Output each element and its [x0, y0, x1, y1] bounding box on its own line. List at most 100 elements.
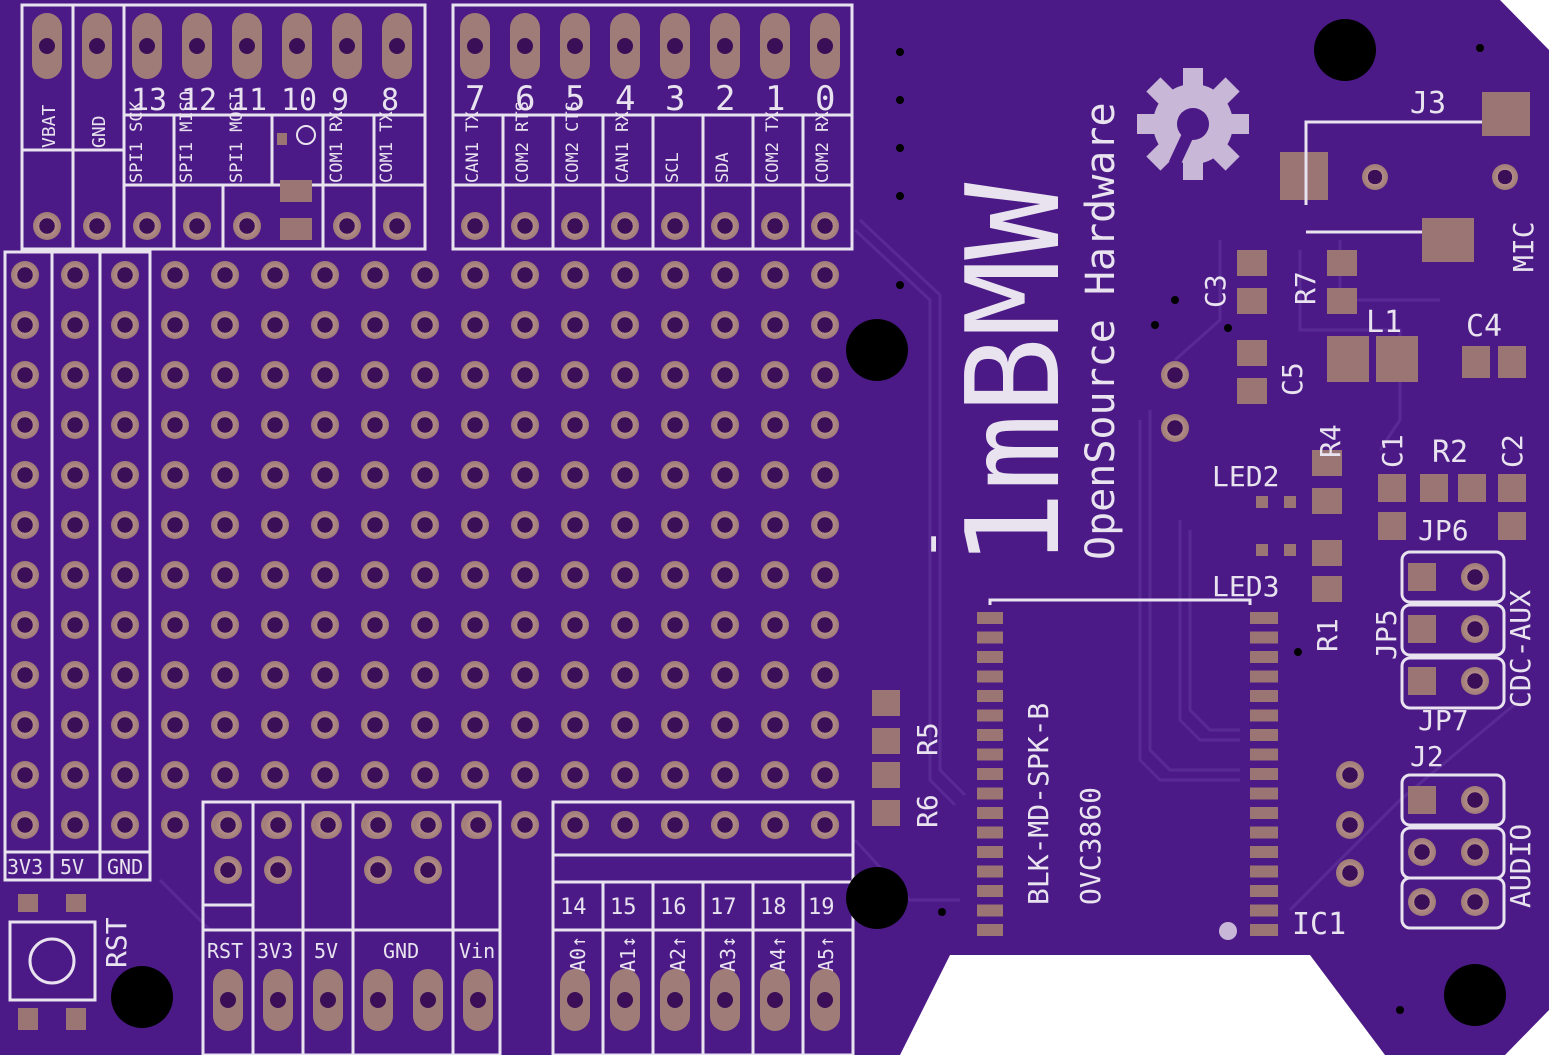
pad-hole	[311, 361, 339, 389]
pad-hole	[811, 611, 839, 639]
pad-hole	[461, 511, 489, 539]
pad-hole	[811, 711, 839, 739]
pad-hole	[611, 212, 639, 240]
header-function: SPI1 MISO	[177, 91, 197, 183]
smd-jumper-mosi	[277, 125, 316, 240]
pad-hole	[111, 511, 139, 539]
pad-hole	[61, 261, 89, 289]
side-rails	[3, 250, 152, 882]
ic-pad	[1250, 729, 1278, 741]
pad-hole	[111, 761, 139, 789]
pad-hole	[411, 661, 439, 689]
pad-hole	[161, 261, 189, 289]
pad-hole	[161, 461, 189, 489]
pad-hole	[761, 411, 789, 439]
label-ic1: IC1	[1292, 907, 1346, 942]
pad-hole	[461, 611, 489, 639]
pad-hole	[464, 811, 492, 839]
pad-hole	[661, 461, 689, 489]
pad-hole	[161, 711, 189, 739]
pad-hole	[611, 311, 639, 339]
ic-pad	[1250, 670, 1278, 683]
ic-pad	[1250, 631, 1278, 644]
pad-hole	[411, 511, 439, 539]
header-function: SDA	[713, 152, 733, 183]
ic-pad	[1250, 787, 1278, 800]
pad-hole	[711, 511, 739, 539]
oval-pad-hole	[39, 38, 55, 54]
pad-hole	[511, 212, 539, 240]
mic-holes	[1161, 361, 1364, 887]
header-function: COM2 RX	[813, 111, 833, 183]
pad-hole	[161, 561, 189, 589]
pad-hole	[161, 361, 189, 389]
ic-pad	[977, 709, 1003, 722]
reset-button[interactable]	[8, 894, 97, 1030]
pad-hole	[211, 311, 239, 339]
pad-hole	[261, 261, 289, 289]
oval-pad-hole	[239, 38, 255, 54]
pad-hole	[661, 411, 689, 439]
pad-hole	[61, 561, 89, 589]
analog-number: 16	[660, 895, 687, 920]
pad-hole	[11, 711, 39, 739]
pad-hole	[361, 411, 389, 439]
pad-hole	[61, 811, 89, 839]
pad-hole	[161, 511, 189, 539]
pad-hole	[761, 212, 789, 240]
ic-pad	[1250, 748, 1278, 761]
pad-hole	[211, 711, 239, 739]
pad-hole	[261, 411, 289, 439]
pad-hole	[611, 661, 639, 689]
header-number: 4	[615, 79, 635, 119]
pad-hole	[383, 212, 411, 240]
pad-hole	[511, 411, 539, 439]
pad-hole	[161, 611, 189, 639]
rail-label: GND	[107, 855, 143, 879]
pad-hole	[311, 561, 339, 589]
pad-hole	[561, 212, 589, 240]
pad-hole	[511, 761, 539, 789]
oval-pad-hole	[339, 38, 355, 54]
pad-hole	[661, 212, 689, 240]
pad-hole	[661, 811, 689, 839]
pad-hole	[111, 661, 139, 689]
power-pin-label: RST	[207, 939, 243, 963]
oval-pad-hole	[420, 992, 436, 1008]
label-blk-module: BLK-MD-SPK-B	[1022, 703, 1055, 905]
label-r5: R5	[911, 722, 944, 756]
pad-hole	[461, 461, 489, 489]
header-function: CAN1 TX	[463, 111, 483, 183]
pad-hole	[11, 311, 39, 339]
label-led2: LED2	[1212, 460, 1279, 493]
pad-hole	[761, 511, 789, 539]
pad-hole	[11, 561, 39, 589]
header-number: 5	[565, 79, 585, 119]
pad-hole	[161, 661, 189, 689]
pad-hole	[161, 761, 189, 789]
rst-label: RST	[100, 917, 133, 968]
power-pin-label: GND	[383, 939, 419, 963]
pad-hole	[261, 311, 289, 339]
header-number: 3	[665, 79, 685, 119]
header-number: 6	[515, 79, 535, 119]
pad-hole	[61, 711, 89, 739]
label-c1: C1	[1376, 434, 1409, 468]
pad-hole	[11, 811, 39, 839]
analog-pin-label: A1↕	[616, 936, 640, 972]
pad-hole	[561, 461, 589, 489]
pad-hole	[611, 361, 639, 389]
pad-hole	[311, 411, 339, 439]
pad-hole	[661, 661, 689, 689]
label-jp5: JP5	[1370, 609, 1403, 660]
pad-hole	[611, 261, 639, 289]
analog-number: 18	[760, 895, 787, 920]
pad-hole	[211, 611, 239, 639]
label-led3: LED3	[1212, 570, 1279, 603]
pad-hole	[314, 811, 342, 839]
pad-hole	[211, 511, 239, 539]
pad-hole	[111, 811, 139, 839]
label-ovc3860: OVC3860	[1074, 787, 1107, 905]
